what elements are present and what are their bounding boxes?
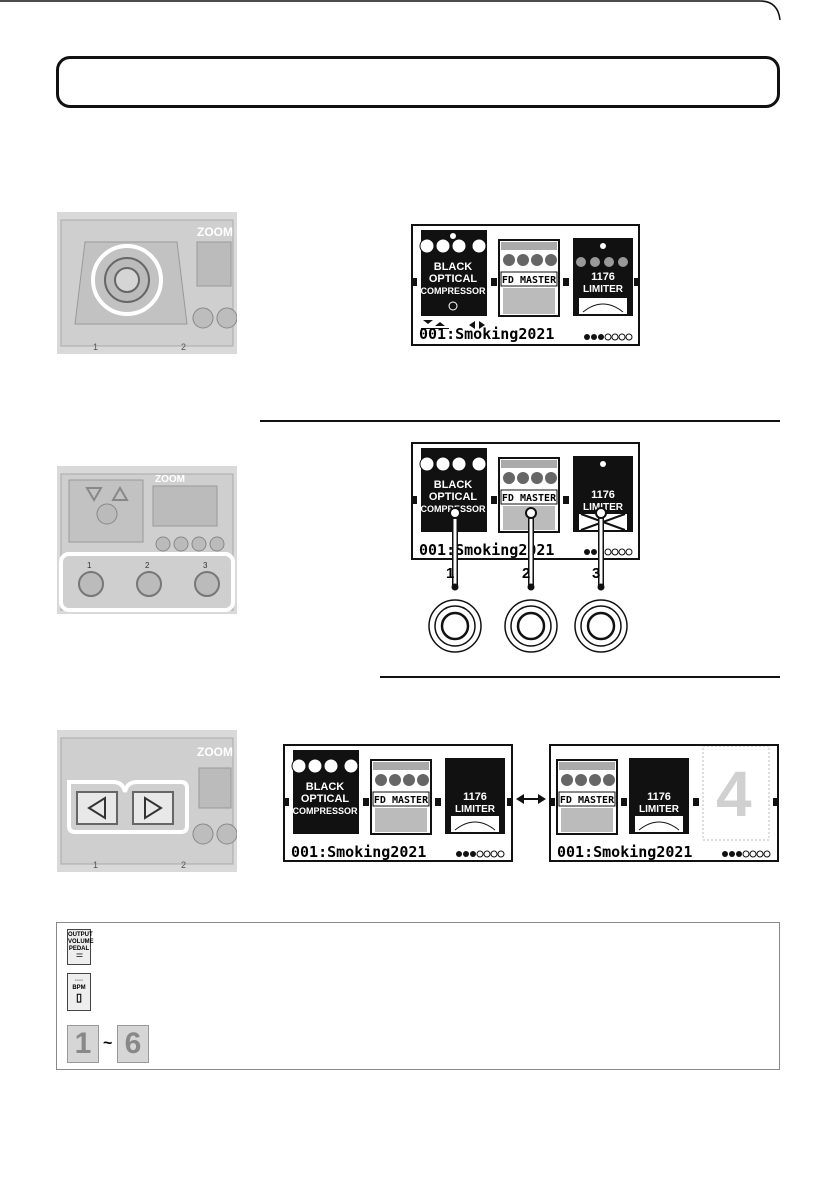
range-separator: ~ xyxy=(103,1035,113,1052)
selector-highlight-ring xyxy=(91,244,163,316)
lcd-patch-name-4: 001:Smoking2021 xyxy=(557,843,693,861)
effect1-line1: BLACK xyxy=(434,261,473,273)
section-title-box xyxy=(56,56,780,108)
svg-text:LIMITER: LIMITER xyxy=(639,804,680,815)
svg-text:ZOOM: ZOOM xyxy=(197,745,233,759)
section-divider-2 xyxy=(380,676,780,678)
footswitch-label-1: 1 xyxy=(446,565,455,582)
effect1-line2: OPTICAL xyxy=(429,273,478,285)
device-photo-selector: ZOOM 1 2 xyxy=(57,212,237,354)
lcd-screen-after-scroll: FD MASTER 1176 LIMITER 4 001:Smoking2021 xyxy=(549,744,779,862)
svg-text:LIMITER: LIMITER xyxy=(455,804,496,815)
svg-text:FD MASTER: FD MASTER xyxy=(502,275,557,286)
svg-text:FD MASTER: FD MASTER xyxy=(502,493,557,504)
svg-text:BLACK: BLACK xyxy=(434,479,473,491)
device-photo-footswitches: ZOOM 1 2 3 xyxy=(57,466,237,614)
svg-text:1176: 1176 xyxy=(591,489,615,501)
legend-box: OUTPUT VOLUME PEDAL :::::: ◦◦◦◦ BPM ▯ 1 … xyxy=(56,922,780,1070)
svg-text:1176: 1176 xyxy=(647,791,671,803)
device-photo-arrow-keys: ZOOM 1 2 xyxy=(57,730,237,872)
svg-text:3: 3 xyxy=(203,561,208,570)
lcd-screen-before-scroll: BLACK OPTICAL COMPRESSOR FD MASTER 1176 … xyxy=(283,744,513,862)
footswitch-label-2: 2 xyxy=(522,565,531,582)
svg-text:OPTICAL: OPTICAL xyxy=(301,793,350,805)
svg-text:ZOOM: ZOOM xyxy=(197,225,233,239)
empty-slot-number: 4 xyxy=(716,758,752,830)
output-volume-pedal-icon: OUTPUT VOLUME PEDAL :::::: xyxy=(67,929,94,965)
svg-text:FD MASTER: FD MASTER xyxy=(560,795,615,806)
lcd-patch-name-3: 001:Smoking2021 xyxy=(291,843,427,861)
section-divider-1 xyxy=(260,420,780,422)
svg-text:OPTICAL: OPTICAL xyxy=(429,491,478,503)
svg-text:LIMITER: LIMITER xyxy=(583,284,624,295)
footswitch-leader-diagram xyxy=(428,507,628,653)
slot-number-start: 1 xyxy=(67,1025,99,1063)
effect1-line3: COMPRESSOR xyxy=(420,286,486,296)
svg-text:1: 1 xyxy=(93,860,98,870)
svg-text:COMPRESSOR: COMPRESSOR xyxy=(292,806,358,816)
lcd-screen-effects: BLACK OPTICAL COMPRESSOR FD MASTER 1176 … xyxy=(411,224,640,346)
svg-text:1: 1 xyxy=(93,342,98,352)
footswitch-label-3: 3 xyxy=(592,565,601,582)
svg-text:FD MASTER: FD MASTER xyxy=(374,795,429,806)
svg-text:ZOOM: ZOOM xyxy=(155,474,185,485)
svg-text:BLACK: BLACK xyxy=(306,781,345,793)
svg-text:1176: 1176 xyxy=(591,271,615,283)
svg-text:1: 1 xyxy=(87,561,92,570)
slot-number-end: 6 xyxy=(117,1025,149,1063)
svg-text:1176: 1176 xyxy=(463,791,487,803)
page-top-rule xyxy=(0,0,781,21)
svg-text:2: 2 xyxy=(181,342,186,352)
lcd-patch-name: 001:Smoking2021 xyxy=(419,325,555,343)
arrow-keys-highlight xyxy=(67,780,189,834)
footswitch-highlight-box xyxy=(59,552,235,612)
svg-text:2: 2 xyxy=(145,561,150,570)
bpm-effect-icon: ◦◦◦◦ BPM ▯ xyxy=(67,973,91,1011)
svg-text:2: 2 xyxy=(181,860,186,870)
double-arrow-icon xyxy=(516,794,546,804)
